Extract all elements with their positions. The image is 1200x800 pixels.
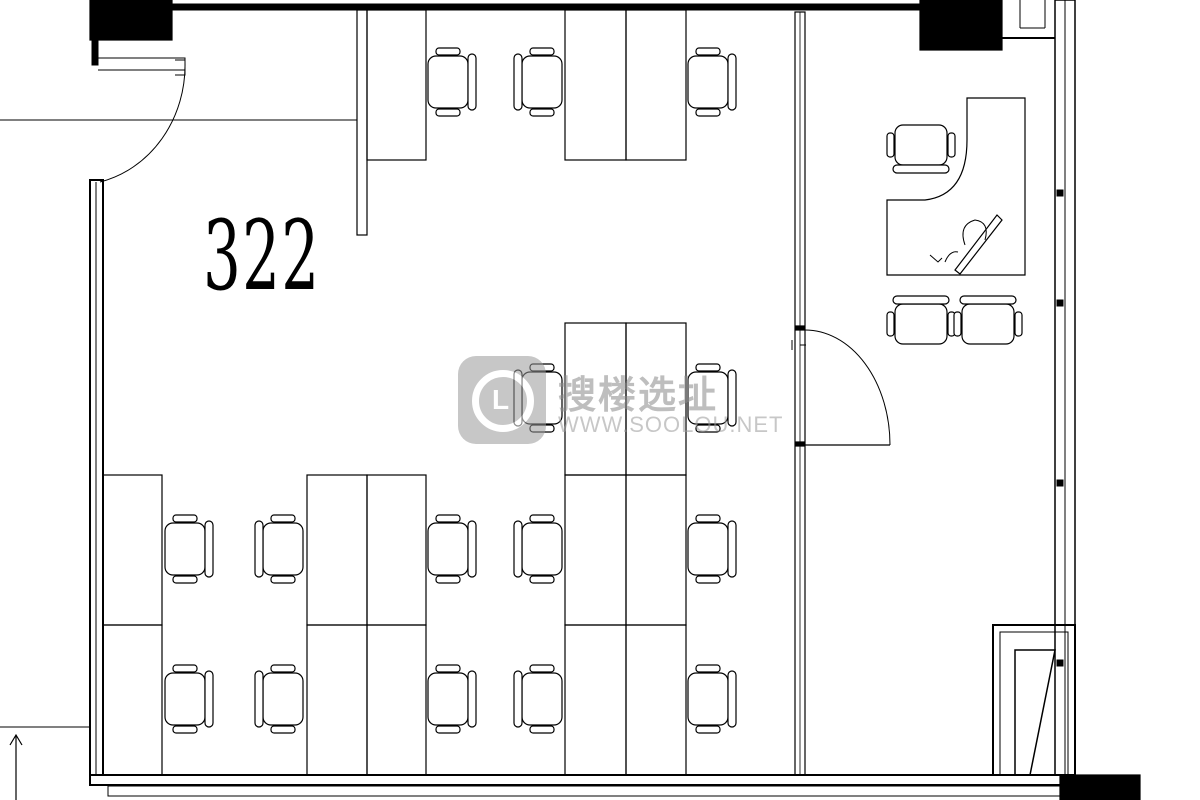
- desk-1: [564, 9, 627, 161]
- office-chair-9: [687, 514, 737, 584]
- office-chair-1: [513, 47, 563, 117]
- office-chair-6: [254, 514, 304, 584]
- desk-12: [366, 474, 427, 626]
- wall-column-top-right: [919, 0, 1003, 51]
- door-post-lower: [795, 441, 805, 447]
- wall-column-top-left: [89, 0, 173, 41]
- desk-7: [564, 624, 627, 776]
- door-leaf-top-left: [98, 57, 186, 71]
- window-mullion-2: [1056, 479, 1064, 487]
- door-swing-arc-top-left: [99, 61, 186, 183]
- desk-0: [366, 9, 427, 161]
- watermark: L 搜楼选址 WWW.SOOLOU.NET: [458, 356, 782, 446]
- desk-13: [306, 624, 368, 776]
- partition-wall: [356, 9, 368, 236]
- desk-5: [564, 474, 627, 626]
- desk-11: [306, 474, 368, 626]
- desk-8: [625, 624, 687, 776]
- office-chair-5: [164, 514, 214, 584]
- office-chair-4: [687, 363, 737, 433]
- office-chair-0: [427, 47, 477, 117]
- wall-bottom: [89, 774, 1066, 786]
- window-mullion-3: [1056, 659, 1064, 667]
- desk-10: [102, 624, 163, 776]
- office-chair-7: [427, 514, 477, 584]
- window-mullion-0: [1056, 189, 1064, 197]
- room-number-label: 322: [203, 200, 321, 312]
- shaft-door: [1014, 649, 1056, 776]
- watermark-logo-icon: L: [458, 356, 546, 444]
- wall-top: [171, 3, 921, 11]
- desk-9: [102, 474, 163, 626]
- watermark-logo-letter: L: [492, 384, 510, 415]
- office-chair-11: [254, 664, 304, 734]
- keyboard-mouse-icon: [929, 251, 959, 263]
- monitor-stand-icon: [962, 219, 987, 246]
- exterior-edge: [107, 785, 1139, 797]
- manager-l-desk: [886, 97, 1026, 276]
- door-hinge: [175, 59, 186, 76]
- office-chair-12: [427, 664, 477, 734]
- entry-arrow-icon: [9, 733, 23, 800]
- computer-monitor-icon: [954, 214, 1003, 275]
- office-chair-8: [513, 514, 563, 584]
- door-hinge-icon: [791, 340, 806, 350]
- door-swing-arc-right: [804, 329, 891, 446]
- office-chair-16: [886, 295, 956, 345]
- office-chair-10: [164, 664, 214, 734]
- watermark-chinese-text: 搜楼选址: [558, 373, 719, 417]
- office-chair-13: [513, 664, 563, 734]
- service-shaft-inner: [999, 631, 1069, 776]
- door-jamb-left: [91, 39, 99, 66]
- watermark-url-text: WWW.SOOLOU.NET: [558, 412, 784, 437]
- desk-6: [625, 474, 687, 626]
- office-chair-14: [687, 664, 737, 734]
- desk-2: [625, 9, 687, 161]
- window-mullion-1: [1056, 299, 1064, 307]
- desk-14: [366, 624, 427, 776]
- office-chair-2: [687, 47, 737, 117]
- office-chair-17: [953, 295, 1023, 345]
- door-post: [795, 325, 805, 331]
- office-chair-15: [886, 124, 956, 174]
